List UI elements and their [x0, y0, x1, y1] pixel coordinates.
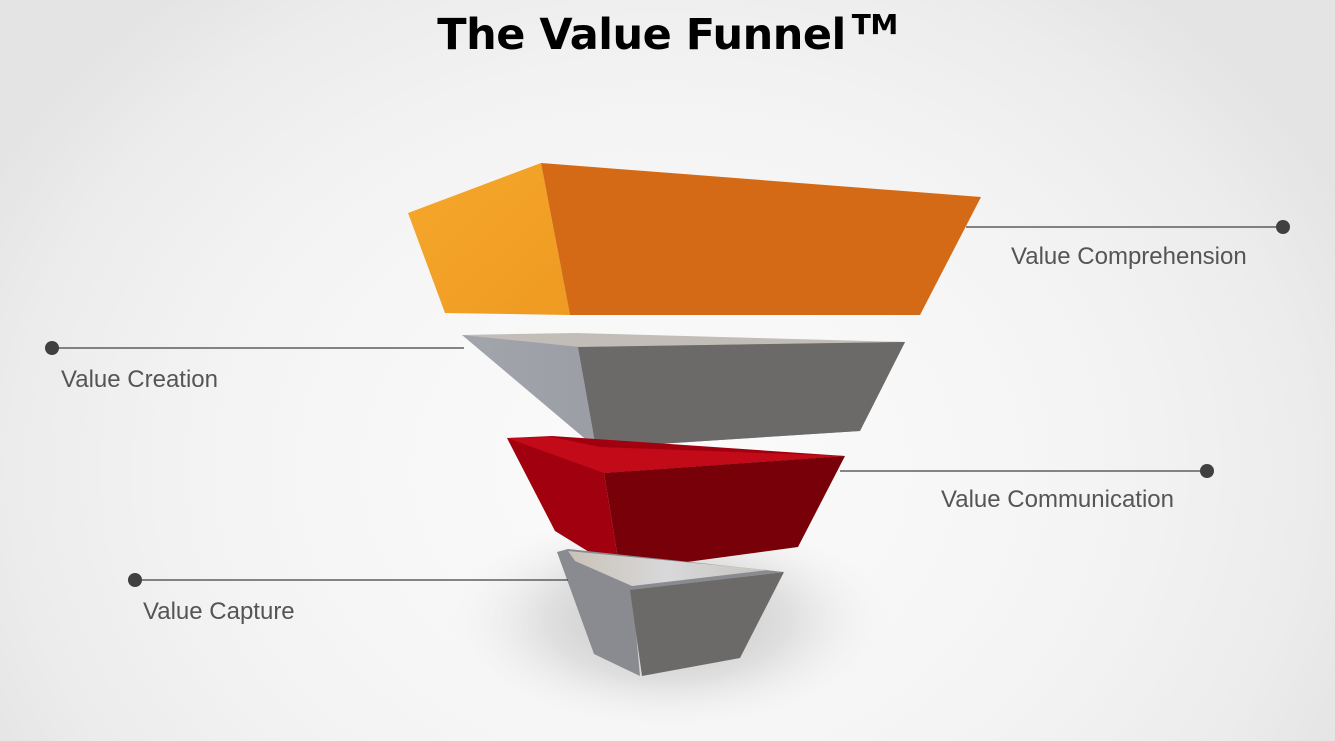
title-text: The Value Funnel [437, 10, 846, 60]
connector-comprehension [966, 220, 1290, 234]
connector-dot [128, 573, 142, 587]
stage-3-rim [507, 437, 845, 473]
funnel-stage-2 [462, 333, 905, 448]
stage-3-left-face [507, 436, 845, 571]
stage-3-front-face [604, 456, 845, 571]
connector-dot [1276, 220, 1290, 234]
label-value-comprehension: Value Comprehension [1011, 243, 1247, 270]
connector-dot [1200, 464, 1214, 478]
stage-1-front-face [541, 163, 981, 315]
funnel-stage-4 [557, 549, 784, 676]
funnel-stage-3 [507, 436, 845, 571]
stage-4-front-face [630, 572, 784, 676]
stage-1-left-face [408, 163, 570, 315]
label-value-communication: Value Communication [941, 486, 1175, 513]
funnel-stage-1 [408, 163, 981, 315]
connector-communication [840, 464, 1214, 478]
stage-2-rim [462, 333, 905, 347]
stage-4-left-face [557, 549, 784, 676]
label-value-capture: Value Capture [143, 598, 295, 625]
stage-4-rim [568, 551, 768, 586]
connector-capture [128, 573, 568, 587]
label-value-creation: Value Creation [61, 366, 218, 393]
trademark-symbol: TM [851, 8, 898, 41]
connector-dot [45, 341, 59, 355]
connector-creation [45, 341, 464, 355]
stage-2-front-face [578, 342, 905, 448]
